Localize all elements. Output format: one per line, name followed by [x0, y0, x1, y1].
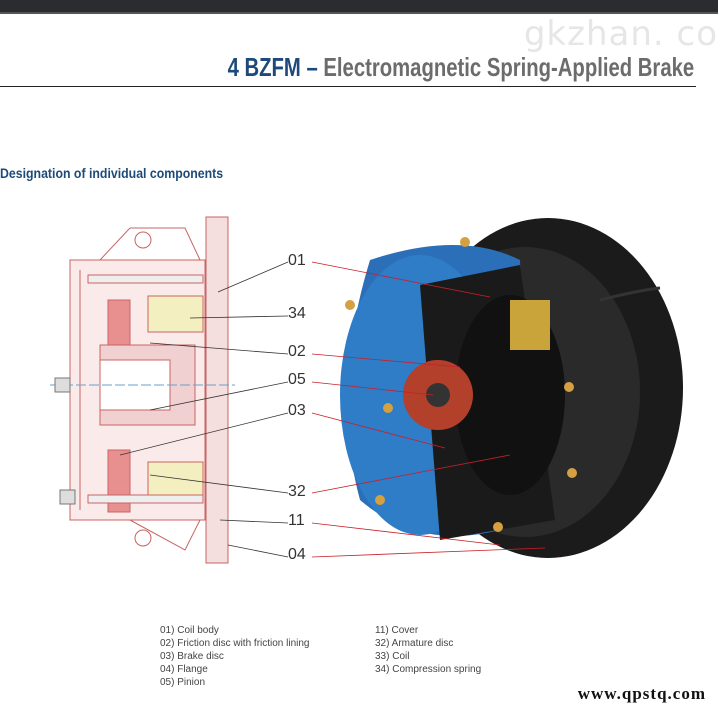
callout-04: 04 — [288, 546, 306, 563]
page-title: 4 BZFM – Electromagnetic Spring-Applied … — [227, 52, 694, 83]
legend-item: 34) Compression spring — [375, 664, 482, 675]
legend-right: 11) Cover 32) Armature disc 33) Coil 34)… — [375, 624, 481, 676]
callout-32: 32 — [288, 483, 306, 500]
header-rule — [0, 86, 696, 87]
brake-figure — [50, 216, 683, 564]
legend-item: 32) Armature disc — [375, 638, 454, 649]
footer-url: www.qpstq.com — [577, 684, 706, 703]
cross-section-drawing — [50, 216, 235, 564]
brake-3d-image — [340, 218, 683, 558]
legend-left: 01) Coil body 02) Friction disc with fri… — [160, 624, 310, 689]
legend-item: 33) Coil — [375, 651, 410, 662]
legend-item: 04) Flange — [160, 664, 208, 675]
title-dash: – — [306, 52, 318, 82]
callout-05: 05 — [288, 371, 306, 388]
callout-03: 03 — [288, 402, 306, 419]
legend-item: 01) Coil body — [160, 625, 219, 636]
legend-item: 11) Cover — [375, 625, 419, 636]
leader-lines — [119, 261, 546, 558]
callout-11: 11 — [288, 512, 305, 529]
callout-34: 34 — [288, 305, 306, 322]
callout-01: 01 — [288, 252, 306, 269]
legend-item: 03) Brake disc — [160, 651, 224, 662]
legend-item: 02) Friction disc with friction lining — [160, 638, 310, 649]
legend-item: 05) Pinion — [160, 677, 206, 688]
section-title: Designation of individual components — [0, 165, 224, 181]
product-code: 4 BZFM — [227, 52, 301, 82]
top-bar — [0, 0, 718, 14]
product-name: Electromagnetic Spring-Applied Brake — [323, 52, 694, 82]
callout-02: 02 — [288, 343, 306, 360]
watermark: gkzhan. co — [523, 14, 718, 54]
